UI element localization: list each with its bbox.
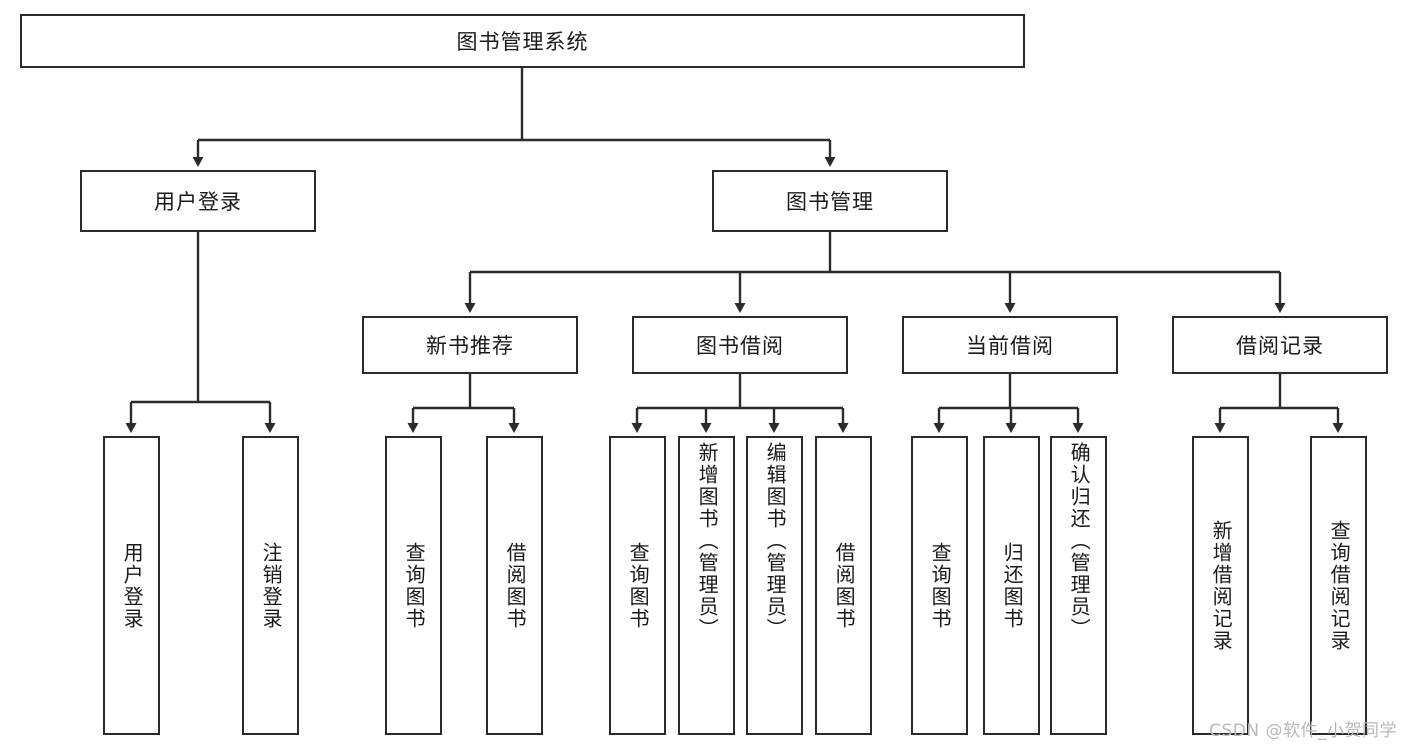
leaf-return-book[interactable]: 归还图书: [983, 436, 1040, 735]
leaf-borrow-book-newbook-label: 借阅图书: [503, 541, 528, 630]
leaf-query-book-borrow-label: 查询图书: [626, 541, 651, 630]
leaf-edit-book-admin[interactable]: 编辑图书（管理员）: [746, 436, 803, 735]
leaf-return-book-label: 归还图书: [1000, 541, 1025, 630]
leaf-logout[interactable]: 注销登录: [242, 436, 299, 735]
node-book-borrow-label: 图书借阅: [696, 334, 784, 358]
node-book-management[interactable]: 图书管理: [712, 170, 948, 232]
node-borrow-record[interactable]: 借阅记录: [1172, 316, 1388, 374]
leaf-borrow-book-label: 借阅图书: [832, 541, 857, 630]
node-current-borrow-label: 当前借阅: [966, 334, 1054, 358]
leaf-add-book-admin[interactable]: 新增图书（管理员）: [678, 436, 735, 735]
leaf-add-book-admin-label: 新增图书（管理员）: [695, 442, 720, 640]
node-book-borrow[interactable]: 图书借阅: [632, 316, 848, 374]
leaf-query-book-current-label: 查询图书: [928, 541, 953, 630]
leaf-add-borrow-record-label: 新增借阅记录: [1209, 519, 1234, 652]
leaf-confirm-return-admin[interactable]: 确认归还（管理员）: [1050, 436, 1107, 735]
leaf-user-login[interactable]: 用户登录: [103, 436, 160, 735]
node-new-book-recommend[interactable]: 新书推荐: [362, 316, 578, 374]
node-root[interactable]: 图书管理系统: [20, 14, 1025, 68]
leaf-query-book-current[interactable]: 查询图书: [911, 436, 968, 735]
watermark: CSDN @软件_小贺同学: [1209, 721, 1397, 741]
leaf-confirm-return-admin-label: 确认归还（管理员）: [1067, 442, 1092, 640]
leaf-borrow-book[interactable]: 借阅图书: [815, 436, 872, 735]
node-borrow-record-label: 借阅记录: [1236, 334, 1324, 358]
leaf-logout-label: 注销登录: [259, 541, 284, 630]
node-new-book-recommend-label: 新书推荐: [426, 334, 514, 358]
leaf-query-book-newbook[interactable]: 查询图书: [385, 436, 442, 735]
leaf-query-borrow-record-label: 查询借阅记录: [1327, 519, 1352, 652]
leaf-borrow-book-newbook[interactable]: 借阅图书: [486, 436, 543, 735]
node-user-login[interactable]: 用户登录: [80, 170, 316, 232]
leaf-query-book-newbook-label: 查询图书: [402, 541, 427, 630]
leaf-edit-book-admin-label: 编辑图书（管理员）: [763, 442, 788, 640]
leaf-query-book-borrow[interactable]: 查询图书: [609, 436, 666, 735]
node-root-label: 图书管理系统: [456, 30, 589, 54]
leaf-user-login-label: 用户登录: [120, 541, 145, 630]
leaf-add-borrow-record[interactable]: 新增借阅记录: [1192, 436, 1249, 735]
leaf-query-borrow-record[interactable]: 查询借阅记录: [1310, 436, 1367, 735]
node-current-borrow[interactable]: 当前借阅: [902, 316, 1118, 374]
node-book-management-label: 图书管理: [786, 190, 874, 214]
node-user-login-label: 用户登录: [154, 190, 242, 214]
